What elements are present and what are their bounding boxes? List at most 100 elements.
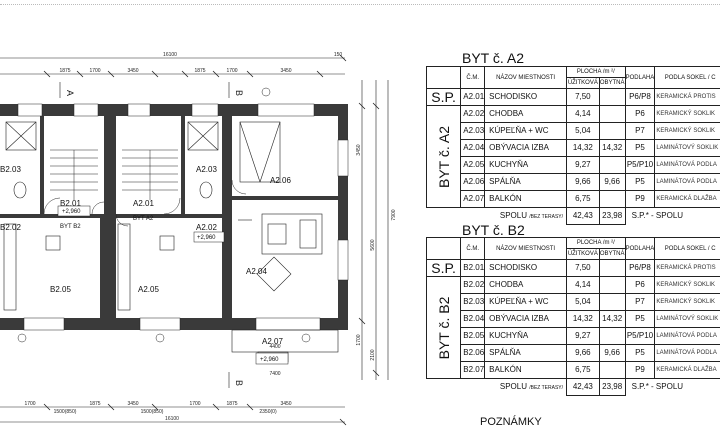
floor-code: P7 — [624, 122, 656, 140]
area-usable: 5,04 — [566, 293, 600, 311]
room-name: KÚPEĽŇA + WC — [484, 122, 568, 140]
total-label: SPOLU /BEZ TERASY/ — [499, 210, 564, 220]
room-name: KUCHYŇA — [484, 327, 568, 345]
room-code: B2.06 — [460, 344, 486, 362]
header-uzitkova: ÚŽITKOVÁ — [566, 248, 600, 260]
total-note: /BEZ TERASY/ — [529, 384, 564, 391]
header-podlaha: PODLAHA — [624, 66, 656, 89]
floor-plan: 16100 150 1875 1700 3450 1875 1700 3450 … — [0, 52, 397, 426]
room-name: KUCHYŇA — [484, 156, 568, 174]
floor-desc: LAMINÁTOVÝ SOKLIK — [654, 139, 720, 157]
floor-desc: KERAMICKÝ SOKLIK — [654, 293, 720, 311]
dimension-labels-right: 7900 5600 3450 1700 2100 — [356, 144, 397, 360]
area-living — [598, 361, 626, 379]
floor-code: P9 — [624, 190, 656, 208]
header-plocha: PLOCHA /m ²/ — [566, 237, 626, 249]
floor-code: P6/P8 — [624, 88, 656, 106]
room-name: KÚPEĽŇA + WC — [484, 293, 568, 311]
dim-right: 1700 — [356, 334, 362, 345]
floor-desc: LAMINÁTOVÁ PODLA — [654, 327, 720, 345]
floor-desc: KERAMICKÁ PROTIS — [654, 259, 720, 277]
room-code: A2.03 — [460, 122, 486, 140]
floor-code: P5/P10 — [624, 156, 656, 174]
floor-desc: LAMINÁTOVÁ PODLA — [654, 173, 720, 191]
room-code: B2.04 — [460, 310, 486, 328]
dim-right: 7900 — [391, 209, 397, 220]
dim-bottom-2: 1500(850) — [54, 409, 77, 415]
room-byt-b2: BYT B2 — [60, 224, 81, 230]
floor-desc: KERAMICKÁ PROTIS — [654, 88, 720, 106]
dim-bottom-2: 1500(850) — [141, 409, 164, 415]
dim-4400: 4400 — [269, 344, 280, 350]
door-swings — [43, 179, 247, 227]
area-living — [598, 276, 626, 294]
notes-title: POZNÁMKY — [480, 416, 542, 428]
area-living: 14,32 — [598, 310, 626, 328]
kitchen-units — [3, 223, 175, 311]
room-a2-07: A2.07 — [262, 337, 283, 346]
room-b2-03: B2.03 — [0, 165, 21, 174]
header-sokel: PODLA SOKEL / C — [654, 66, 720, 89]
area-usable: 6,75 — [566, 361, 600, 379]
area-living — [598, 327, 626, 345]
header-plocha: PLOCHA /m ²/ — [566, 66, 626, 78]
area-usable: 6,75 — [566, 190, 600, 208]
floor-desc: KERAMICKÝ SOKLIK — [654, 105, 720, 123]
area-usable: 7,50 — [566, 88, 600, 106]
section-b-top: B — [234, 90, 244, 96]
room-code: A2.07 — [460, 190, 486, 208]
area-living: 9,66 — [598, 344, 626, 362]
floor-code: P5/P10 — [624, 327, 656, 345]
area-living — [598, 122, 626, 140]
apartment-side-label: BYT č. B2 — [425, 276, 462, 379]
floor-code: P9 — [624, 361, 656, 379]
area-usable: 4,14 — [566, 276, 600, 294]
area-usable: 9,66 — [566, 344, 600, 362]
apartment-side-label: BYT č. A2 — [425, 105, 462, 208]
area-living — [598, 105, 626, 123]
total-living: 23,98 — [598, 207, 626, 225]
room-name: OBÝVACIA IZBA — [484, 310, 568, 328]
room-b2-02: B2.02 — [0, 223, 21, 232]
floor-code: P5 — [624, 310, 656, 328]
section-markers — [59, 82, 230, 388]
room-name: SPÁLŇA — [484, 344, 568, 362]
room-code: A2.06 — [460, 173, 486, 191]
dim-right: 2100 — [370, 349, 376, 360]
level-b2: +2,960 — [62, 209, 81, 215]
sp-label: S.P. — [425, 259, 462, 277]
room-byt-a2: BYT A2 — [133, 216, 154, 222]
dim-top: 1700 — [226, 68, 237, 74]
header-cm: Č.M. — [460, 237, 486, 260]
living-furniture — [238, 213, 323, 292]
header-cm: Č.M. — [460, 66, 486, 89]
dim-top: 1875 — [59, 68, 70, 74]
room-a2-01: A2.01 — [133, 199, 154, 208]
dim-bottom: 3450 — [280, 401, 291, 407]
room-name: SPÁLŇA — [484, 173, 568, 191]
level-a2-02: +2,960 — [197, 235, 216, 241]
area-usable: 14,32 — [566, 139, 600, 157]
table-b2-title: BYT č. B2 — [462, 222, 525, 238]
total-living: 23,98 — [598, 378, 626, 396]
dim-bottom: 3450 — [127, 401, 138, 407]
area-usable: 7,50 — [566, 259, 600, 277]
floor-code: P6/P8 — [624, 259, 656, 277]
dim-bottom: 1875 — [89, 401, 100, 407]
footnote: S.P.* - SPOLU — [631, 211, 684, 221]
total-label: SPOLU /BEZ TERASY/ — [499, 381, 564, 391]
dimension-ticks — [43, 54, 380, 426]
area-living — [598, 190, 626, 208]
dimension-lines — [0, 57, 389, 423]
sp-label: S.P. — [425, 88, 462, 106]
area-usable: 14,32 — [566, 310, 600, 328]
dim-right: 3450 — [356, 144, 362, 155]
walls — [0, 104, 348, 330]
section-b-bottom: B — [234, 380, 244, 386]
header-obytna: OBYTNÁ — [598, 77, 626, 89]
room-a2-03: A2.03 — [196, 165, 217, 174]
header-podlaha: PODLAHA — [624, 237, 656, 260]
level-balcony: +2,960 — [260, 357, 279, 363]
floor-desc: KERAMICKÝ SOKLIK — [654, 122, 720, 140]
room-labels: B2.03 B2.02 B2.05 B2.01 BYT B2 A2.01 BYT… — [0, 165, 291, 346]
